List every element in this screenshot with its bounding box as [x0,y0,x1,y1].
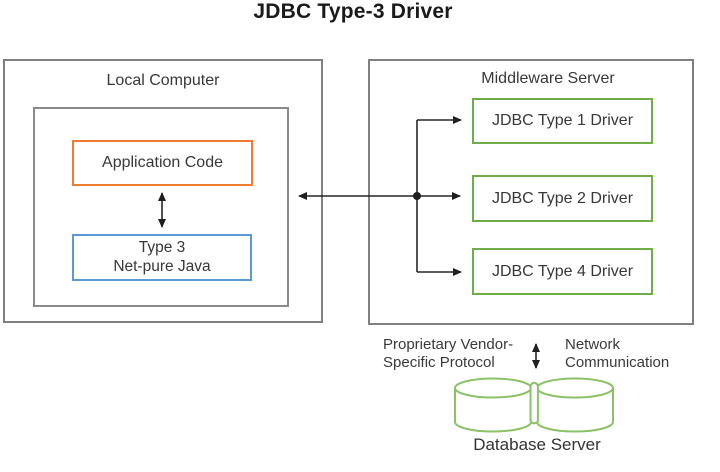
database-cylinders-icon [454,377,614,433]
jdbc-type4-driver-box: JDBC Type 4 Driver [472,248,653,295]
jdbc-type1-driver-label: JDBC Type 1 Driver [491,112,634,130]
local-computer-label: Local Computer [106,72,220,89]
page-title: JDBC Type-3 Driver [253,0,453,23]
database-server-label: Database Server [473,435,601,454]
jdbc-type1-driver-box: JDBC Type 1 Driver [472,98,653,144]
network-communication-label: Network Communication [565,336,670,371]
application-code-label: Application Code [102,154,223,172]
middleware-server-label: Middleware Server [481,70,615,87]
proprietary-protocol-label: Proprietary Vendor- Specific Protocol [383,336,514,371]
jdbc-type2-driver-label: JDBC Type 2 Driver [491,189,634,207]
type3-label-line1: Type 3 [138,238,186,256]
application-code-box: Application Code [72,140,253,186]
type3-net-pure-java-box: Type 3 Net-pure Java [72,234,252,281]
type3-label-line2: Net-pure Java [113,257,211,275]
jdbc-type4-driver-label: JDBC Type 4 Driver [491,262,634,280]
jdbc-type2-driver-box: JDBC Type 2 Driver [472,175,653,222]
